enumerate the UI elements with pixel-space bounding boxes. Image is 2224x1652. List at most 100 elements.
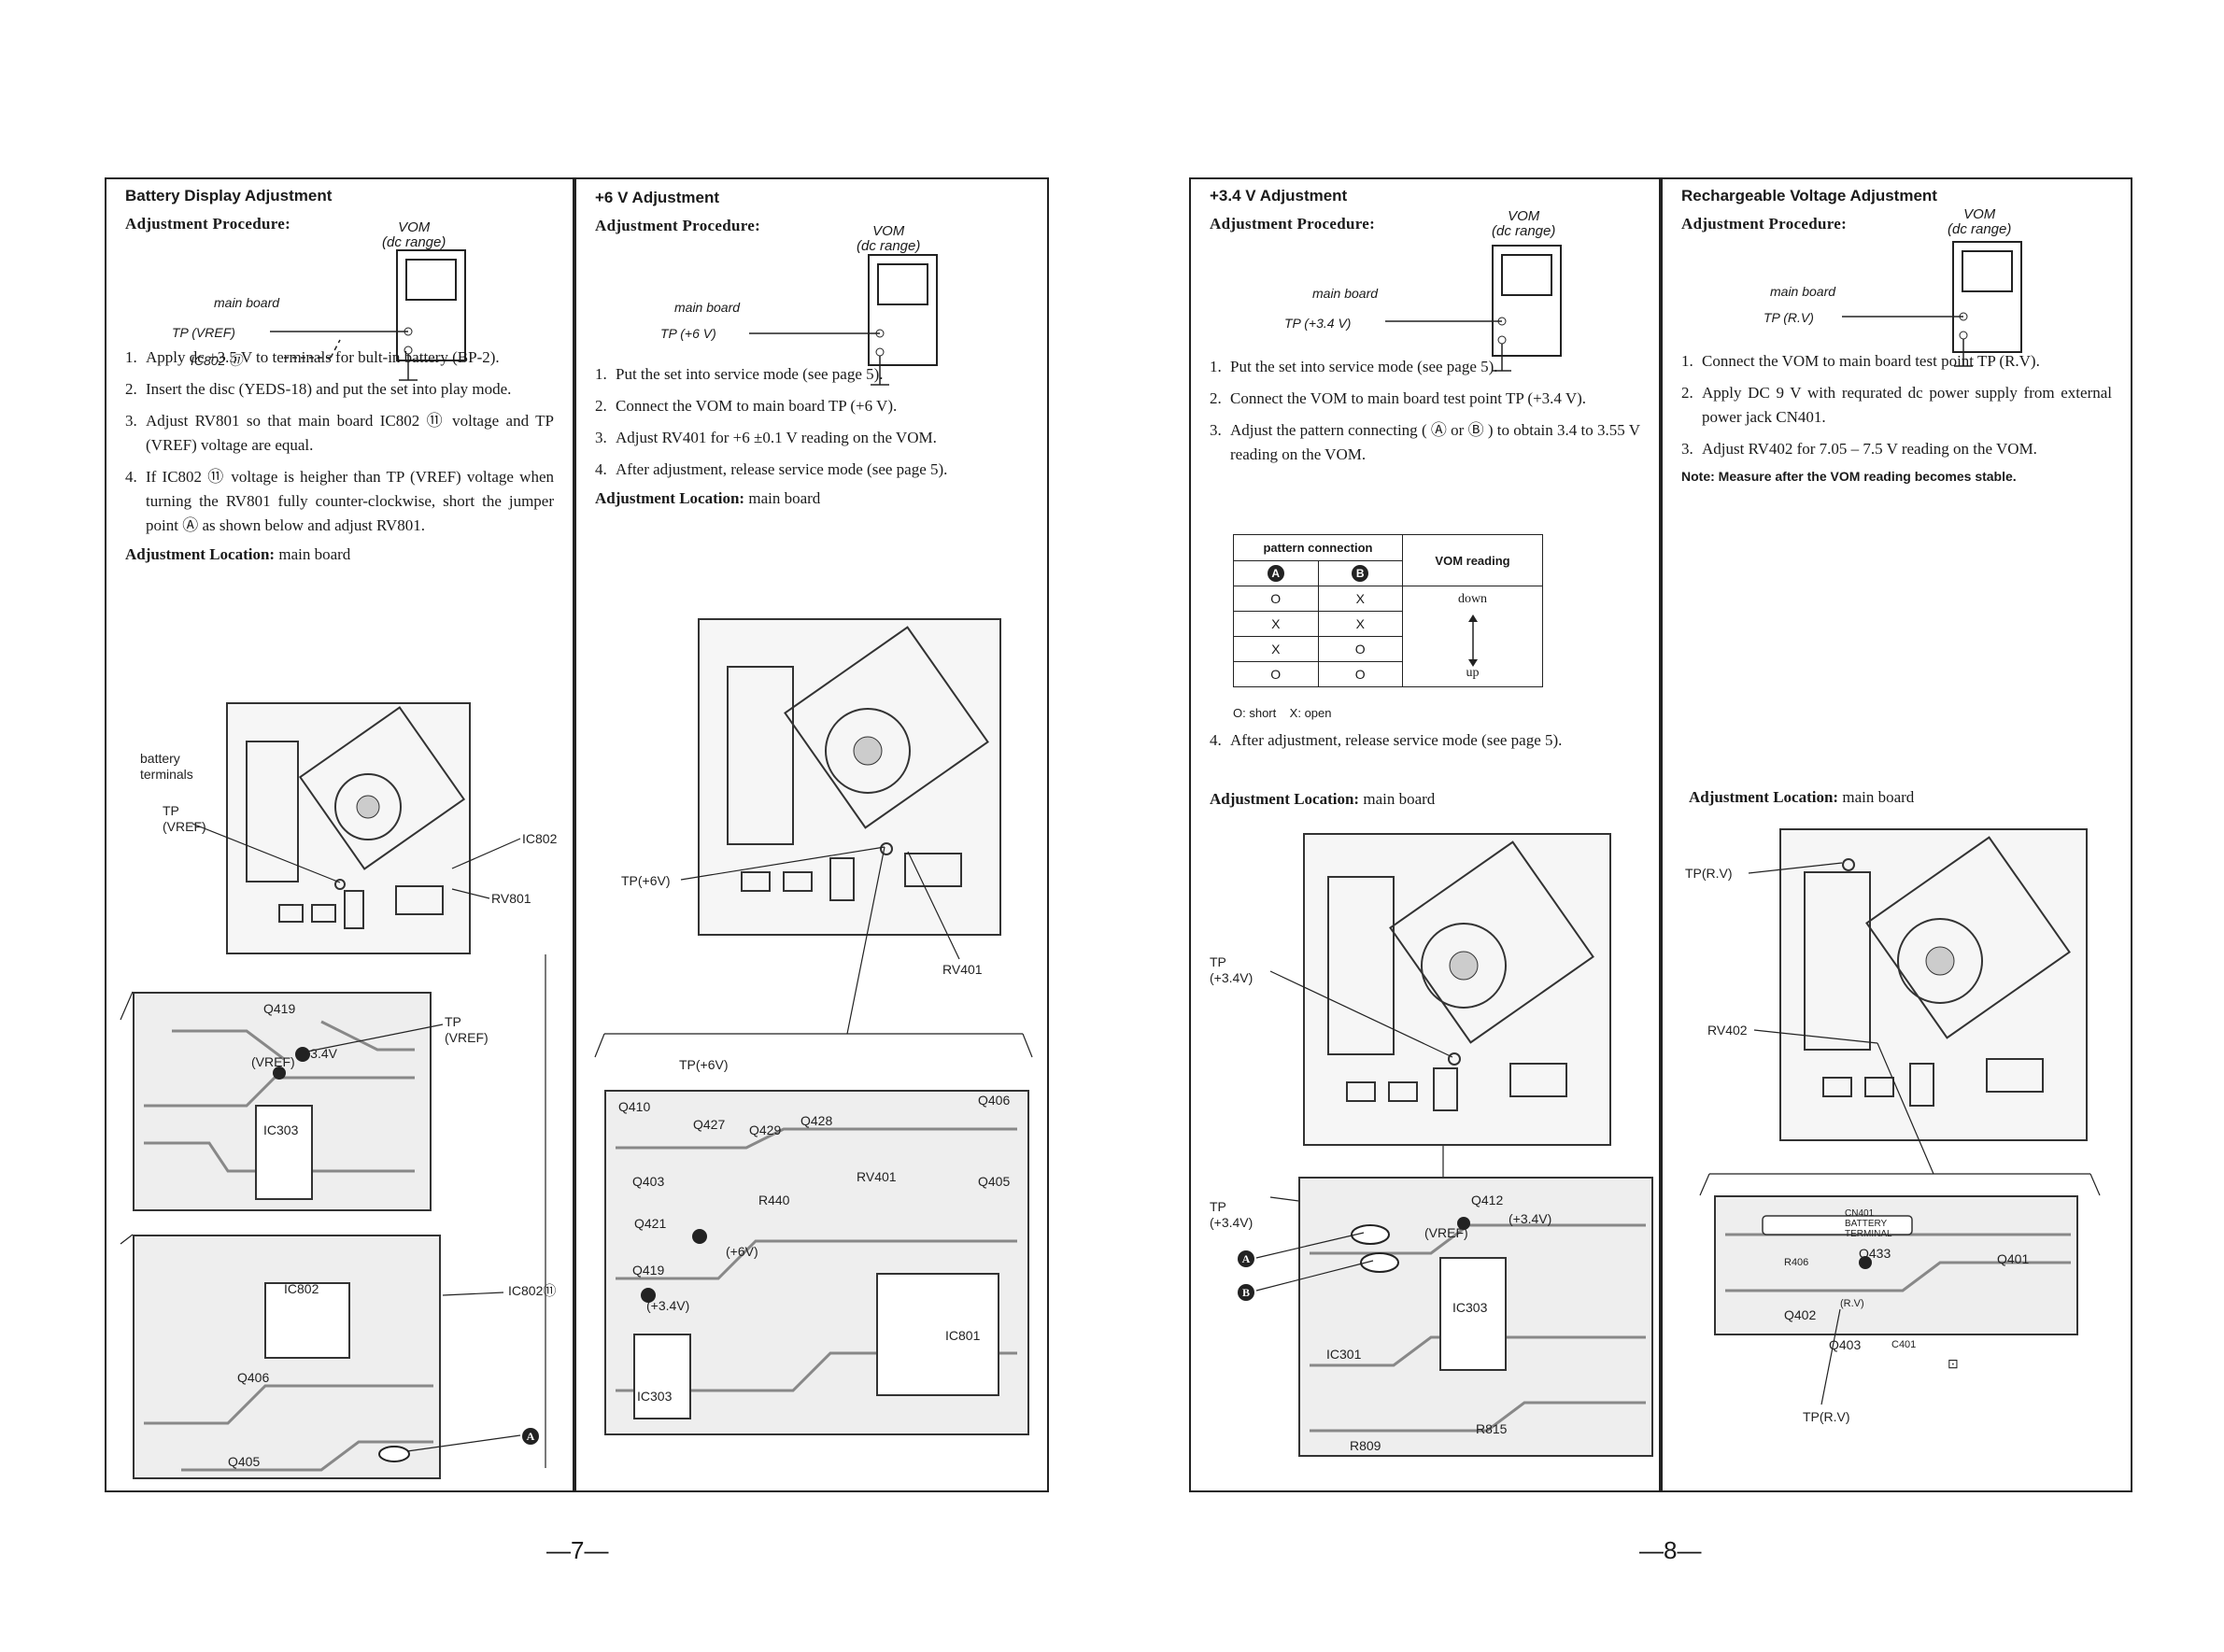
double-arrow-icon xyxy=(1468,614,1478,667)
pcb-label: IC301 xyxy=(1326,1347,1362,1362)
annotation-tp-rv: TP(R.V) xyxy=(1685,866,1733,881)
leader-lines xyxy=(594,846,1033,1058)
annotation-tp-3-4v-detail: TP (+3.4V) xyxy=(1210,1199,1254,1230)
pcb-label: (+3.4V) xyxy=(646,1298,690,1313)
table-up-label: up xyxy=(1466,666,1480,680)
pcb-label: R406 xyxy=(1784,1257,1809,1268)
page-number-7: —7— xyxy=(546,1536,609,1564)
vom-meter-icon xyxy=(1492,245,1562,357)
pcb-label: RV401 xyxy=(857,1169,897,1184)
pcb-label: IC303 xyxy=(637,1389,673,1404)
pcb-label: IC801 xyxy=(945,1328,981,1343)
pcb-label: CN401 BATTERY TERMINAL xyxy=(1845,1208,1892,1239)
pcb-label: Q405 xyxy=(978,1174,1011,1189)
pcb-label: Q429 xyxy=(749,1123,782,1137)
pcb-detail-vref xyxy=(133,992,432,1211)
detail-leader-lines xyxy=(120,991,444,1245)
pcb-label: +3.4V xyxy=(303,1046,337,1061)
panel-6v: +6 V Adjustment Adjustment Procedure: VO… xyxy=(574,177,1049,1492)
diagram-ic-label: IC802 ⑪ xyxy=(191,353,243,368)
step-item: 1.Connect the VOM to main board test poi… xyxy=(1681,352,2040,370)
annotation-rv801: RV801 xyxy=(491,891,531,906)
pattern-a-marker: A xyxy=(1238,1250,1254,1267)
pcb-label: (VREF) xyxy=(251,1054,295,1069)
pcb-label: Q421 xyxy=(634,1216,667,1231)
pcb-label: IC802 xyxy=(284,1281,319,1296)
step-item: 2.Connect the VOM to main board test poi… xyxy=(1210,389,1587,407)
pcb-detail-6v xyxy=(604,1090,1029,1435)
procedure-label: Adjustment Procedure: xyxy=(1681,215,1848,233)
detail-leader-lines xyxy=(1820,1308,1841,1405)
detail2-leader-lines xyxy=(406,1292,521,1452)
pcb-detail-rv xyxy=(1714,1195,2078,1335)
panel-battery-display: Battery Display Adjustment Adjustment Pr… xyxy=(105,177,574,1492)
pcb-label: (VREF) xyxy=(1424,1225,1468,1240)
procedure-steps: 1.Put the set into service mode (see pag… xyxy=(595,362,1028,482)
pcb-label: ⊡ xyxy=(1948,1356,1959,1371)
step-item: 2.Insert the disc (YEDS-18) and put the … xyxy=(125,380,512,398)
procedure-steps: 1.Connect the VOM to main board test poi… xyxy=(1681,349,2112,461)
procedure-label: Adjustment Procedure: xyxy=(125,215,291,233)
step-item: 4.After adjustment, release service mode… xyxy=(595,460,948,478)
pcb-label: Q401 xyxy=(1997,1251,2030,1266)
vom-wiring-diagram xyxy=(1385,317,1511,372)
pcb-label: Q427 xyxy=(693,1117,726,1132)
pcb-label: Q405 xyxy=(228,1454,261,1469)
pattern-a-badge: A xyxy=(1267,565,1284,582)
adjustment-location: Adjustment Location: main board xyxy=(595,489,821,507)
pcb-label: Q428 xyxy=(800,1113,833,1128)
step-item: 3.Adjust RV401 for +6 ±0.1 V reading on … xyxy=(595,429,937,446)
pcb-label: Q406 xyxy=(978,1093,1011,1108)
diagram-tp-label: TP (R.V) xyxy=(1764,310,1814,325)
section-title: Battery Display Adjustment xyxy=(125,187,333,205)
diagram-board-label: main board xyxy=(214,295,280,310)
note: Note: Measure after the VOM reading beco… xyxy=(1681,469,2017,484)
annotation-battery-terminals: battery terminals xyxy=(140,751,193,782)
vom-meter-icon xyxy=(1952,241,2022,353)
diagram-board-label: main board xyxy=(674,300,741,315)
diagram-board-label: main board xyxy=(1770,284,1836,299)
section-title: Rechargeable Voltage Adjustment xyxy=(1681,187,1937,205)
annotation-rv401: RV401 xyxy=(942,962,983,977)
adjustment-location: Adjustment Location: main board xyxy=(1689,788,1915,806)
vom-wiring-diagram xyxy=(270,327,418,381)
leader-lines xyxy=(191,823,546,1468)
pcb-label: Q410 xyxy=(618,1099,651,1114)
pcb-label: (+3.4V) xyxy=(1509,1211,1552,1226)
pcb-detail-3-4v xyxy=(1298,1177,1653,1457)
panel-3-4v: +3.4 V Adjustment Adjustment Procedure: … xyxy=(1189,177,1661,1492)
leader-lines xyxy=(1699,862,2101,1196)
adjustment-location: Adjustment Location: main board xyxy=(125,545,351,563)
procedure-steps: 1.Apply dc +3.5 V to terminals for bult-… xyxy=(125,346,554,538)
diagram-tp-label: TP (+3.4 V) xyxy=(1284,316,1352,331)
step-item: 1.Put the set into service mode (see pag… xyxy=(595,365,884,383)
annotation-ic802: IC802 xyxy=(522,831,558,846)
pcb-label: (+6V) xyxy=(726,1244,758,1259)
pcb-label: (R.V) xyxy=(1840,1298,1864,1309)
vom-label: VOM(dc range) xyxy=(1492,208,1556,239)
adjustment-location: Adjustment Location: main board xyxy=(1210,790,1436,808)
pcb-label: Q403 xyxy=(632,1174,665,1189)
annotation-tp-3-4v: TP (+3.4V) xyxy=(1210,954,1254,985)
pcb-label: C401 xyxy=(1891,1339,1917,1350)
pcb-detail-ic802 xyxy=(133,1235,441,1479)
pcb-label: R809 xyxy=(1350,1438,1381,1453)
step-item: 3.Adjust the pattern connecting ( Ⓐ or Ⓑ… xyxy=(1210,421,1640,463)
pcb-label: Q433 xyxy=(1859,1246,1891,1261)
pcb-label: R440 xyxy=(758,1193,790,1207)
step-item: 3.Adjust RV801 so that main board IC802 … xyxy=(125,412,554,454)
vom-meter-icon xyxy=(396,249,466,361)
vom-meter-icon xyxy=(868,254,938,366)
annotation-rv402: RV402 xyxy=(1707,1023,1748,1038)
pcb-label: Q403 xyxy=(1829,1337,1862,1352)
annotation-tp-vref: TP (VREF) xyxy=(163,803,206,834)
step-item: 4.If IC802 ⑪ voltage is heigher than TP … xyxy=(125,468,554,534)
pcb-label: Q406 xyxy=(237,1370,270,1385)
vom-wiring-diagram xyxy=(749,329,889,386)
pcb-label: Q402 xyxy=(1784,1307,1817,1322)
table-down-label: down xyxy=(1457,592,1488,606)
pcb-label: IC303 xyxy=(1452,1300,1488,1315)
pcb-label: Q419 xyxy=(632,1263,665,1278)
